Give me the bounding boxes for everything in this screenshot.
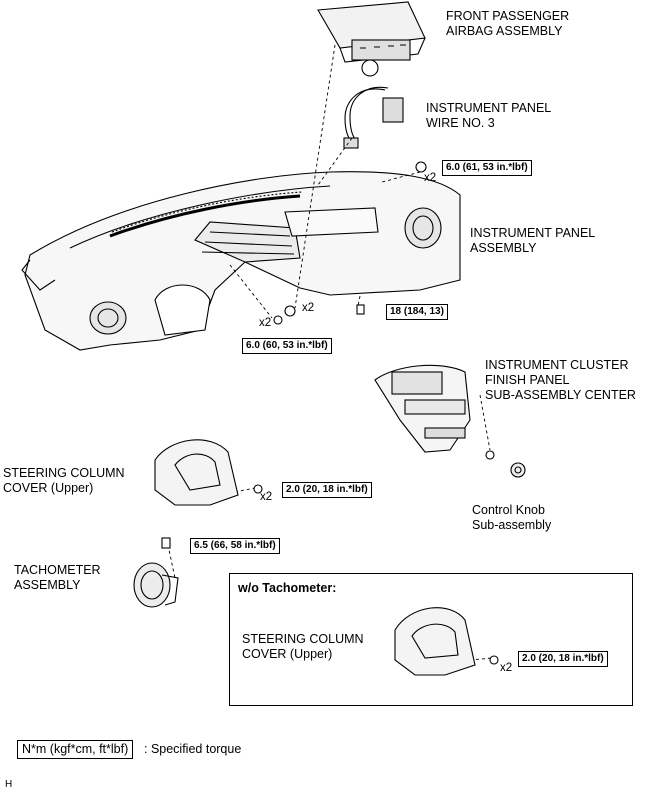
quantity-panel-screw: x2 [259, 317, 272, 329]
label-inset-steering-column-cover: STEERING COLUMN COVER (Upper) [242, 632, 364, 661]
torque-spec-airbag: 6.0 (61, 53 in.*lbf) [442, 160, 532, 176]
instrument-panel-drawing [21, 171, 461, 351]
control-knob-drawing [510, 462, 526, 478]
cluster-finish-panel-drawing [374, 364, 471, 453]
torque-spec-column-cover: 2.0 (20, 18 in.*lbf) [282, 482, 372, 498]
corner-code: H [5, 779, 13, 790]
inset-steering-column-cover-drawing [394, 607, 476, 676]
label-front-passenger-airbag: FRONT PASSENGER AIRBAG ASSEMBLY [446, 9, 570, 38]
wire-harness-drawing [343, 86, 404, 149]
quantity-panel-clip: x2 [302, 302, 315, 314]
inset-title: w/o Tachometer: [238, 581, 337, 595]
label-tachometer-assembly: TACHOMETER ASSEMBLY [14, 563, 101, 592]
quantity-inset-screw: x2 [500, 662, 513, 674]
torque-spec-panel-bolt: 18 (184, 13) [386, 304, 448, 320]
without-tachometer-inset [229, 573, 633, 706]
torque-spec-inset-column-cover: 2.0 (20, 18 in.*lbf) [518, 651, 608, 667]
label-instrument-panel-assembly: INSTRUMENT PANEL ASSEMBLY [470, 226, 596, 255]
fastener-drawings [161, 161, 499, 665]
label-control-knob: Control Knob Sub-assembly [472, 503, 552, 532]
torque-unit-legend: N*m (kgf*cm, ft*lbf) [17, 740, 134, 759]
steering-column-cover-drawing [154, 439, 239, 506]
quantity-airbag-fastener: x2 [424, 172, 437, 184]
tachometer-drawing [133, 562, 179, 608]
quantity-column-cover-screw: x2 [260, 491, 273, 503]
torque-legend-description: : Specified torque [144, 742, 242, 756]
label-instrument-cluster-finish-panel: INSTRUMENT CLUSTER FINISH PANEL SUB-ASSE… [485, 358, 636, 402]
airbag-assembly-drawing [317, 1, 426, 77]
label-instrument-panel-wire: INSTRUMENT PANEL WIRE NO. 3 [426, 101, 552, 130]
label-steering-column-cover: STEERING COLUMN COVER (Upper) [3, 466, 125, 495]
torque-spec-tachometer: 6.5 (66, 58 in.*lbf) [190, 538, 280, 554]
torque-spec-panel-screw: 6.0 (60, 53 in.*lbf) [242, 338, 332, 354]
